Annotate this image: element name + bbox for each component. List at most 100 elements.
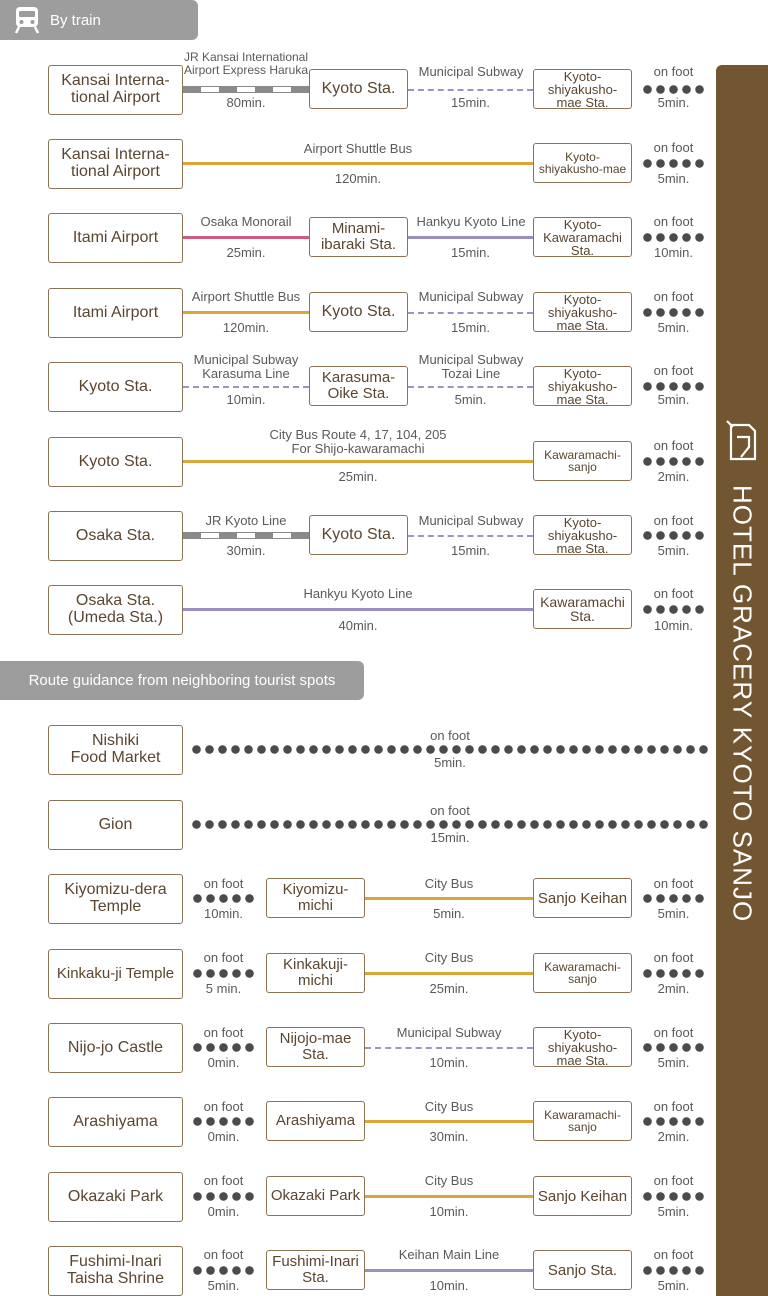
section-title-tourist-spots: Route guidance from neighboring tourist … [28, 672, 336, 689]
leg2-time: 15min. [450, 95, 491, 110]
origin-station: Itami Airport [48, 213, 183, 263]
train-route-2: Kansai Interna- tional Airport Airport S… [0, 139, 716, 189]
walk-time: 5min. [657, 906, 690, 921]
bus-line [365, 897, 533, 900]
destination-station: Kyoto- shiyakusho- mae Sta. [533, 515, 632, 555]
leg2-time: 15min. [450, 245, 491, 260]
origin-station: Osaka Sta. (Umeda Sta.) [48, 585, 183, 635]
destination-station: Kyoto- Kawaramachi Sta. [533, 217, 632, 257]
walk-time: 5min. [657, 392, 690, 407]
walk-dots [191, 968, 256, 979]
walk-dots [641, 232, 706, 243]
walk-label: on foot [653, 1099, 694, 1114]
walk-dots [641, 84, 706, 95]
walk-time: 5min. [657, 543, 690, 558]
walk-time: 5min. [657, 171, 690, 186]
origin-spot: Fushimi-Inari Taisha Shrine [48, 1246, 183, 1296]
leg2-time: 15min. [450, 320, 491, 335]
boarding-stop: Nijojo-mae Sta. [266, 1027, 365, 1067]
hotel-band: HOTEL GRACERY KYOTO SANJO [716, 65, 768, 1296]
boarding-stop: Arashiyama [266, 1101, 365, 1141]
leg2-label: Municipal Subway Tozai Line [418, 352, 524, 382]
bus-line [365, 972, 533, 975]
transfer-station: Kyoto Sta. [309, 292, 408, 332]
walk1-time: 0min. [207, 1129, 240, 1144]
origin-station: Kyoto Sta. [48, 437, 183, 487]
walk-dots [641, 530, 706, 541]
destination-station: Kyoto- shiyakusho- mae Sta. [533, 292, 632, 332]
walk-label: on foot [430, 803, 470, 818]
walk-label: on foot [653, 289, 694, 304]
walk-dots [191, 893, 256, 904]
walk1-time: 0min. [207, 1055, 240, 1070]
spot-route-5: Nijo-jo Castle on foot 0min. Nijojo-mae … [0, 1023, 716, 1073]
walk-dots [191, 1265, 256, 1276]
leg-label: Airport Shuttle Bus [303, 141, 413, 156]
origin-spot: Kinkaku-ji Temple [48, 949, 183, 999]
destination-stop: Sanjo Keihan [533, 878, 632, 918]
destination-stop: Sanjo Sta. [533, 1250, 632, 1290]
spot-route-4: Kinkaku-ji Temple on foot 5 min. Kinkaku… [0, 949, 716, 999]
walk-time: 5min. [434, 755, 466, 770]
bus-line [365, 1120, 533, 1123]
train-route-4: Itami Airport Airport Shuttle Bus 120min… [0, 288, 716, 338]
bus-line [183, 162, 533, 165]
leg1-label: Osaka Monorail [200, 214, 292, 229]
destination-station: Kyoto- shiyakusho- mae Sta. [533, 69, 632, 109]
origin-spot: Nishiki Food Market [48, 725, 183, 775]
origin-station: Itami Airport [48, 288, 183, 338]
leg-label: City Bus Route 4, 17, 104, 205 For Shijo… [269, 427, 447, 457]
bus-line [183, 311, 309, 314]
origin-spot: Arashiyama [48, 1097, 183, 1147]
walk-time: 5min. [657, 1278, 690, 1293]
walk-dots [641, 893, 706, 904]
spot-route-6: Arashiyama on foot 0min. Arashiyama City… [0, 1097, 716, 1147]
walk-dots [191, 1042, 256, 1053]
origin-station: Kansai Interna- tional Airport [48, 139, 183, 189]
transfer-station: Minami- ibaraki Sta. [309, 217, 408, 257]
leg1-label: Airport Shuttle Bus [191, 289, 301, 304]
walk-time: 15min. [430, 830, 470, 845]
walk1-label: on foot [203, 876, 244, 891]
walk-label: on foot [653, 64, 694, 79]
leg1-time: 30min. [226, 543, 266, 558]
leg2-label: Hankyu Kyoto Line [416, 214, 526, 229]
bus-line [183, 460, 533, 463]
walk-dots [641, 307, 706, 318]
leg-time: 10min. [429, 1278, 469, 1293]
origin-station: Kansai Interna- tional Airport [48, 65, 183, 115]
leg1-label: Municipal Subway Karasuma Line [193, 352, 299, 382]
walk-label: on foot [653, 876, 694, 891]
walk-label: on foot [653, 140, 694, 155]
spot-route-8: Fushimi-Inari Taisha Shrine on foot 5min… [0, 1246, 716, 1296]
train-route-5: Kyoto Sta. Municipal Subway Karasuma Lin… [0, 352, 716, 412]
leg2-label: Municipal Subway [418, 289, 524, 304]
destination-station: Kyoto- shiyakusho- mae Sta. [533, 366, 632, 406]
origin-spot: Kiyomizu-dera Temple [48, 874, 183, 924]
walk1-time: 0min. [207, 1204, 240, 1219]
leg1-label: JR Kyoto Line [205, 513, 287, 528]
walk-dots [190, 744, 710, 755]
walk-dots [641, 1116, 706, 1127]
hankyu-line [183, 608, 533, 611]
section-tab-tourist-spots: Route guidance from neighboring tourist … [0, 661, 364, 700]
leg-time: 10min. [429, 1055, 469, 1070]
leg-time: 120min. [334, 171, 382, 186]
walk-label: on foot [653, 1247, 694, 1262]
leg-time: 30min. [429, 1129, 469, 1144]
walk-dots [190, 819, 710, 830]
origin-spot: Okazaki Park [48, 1172, 183, 1222]
walk-label: on foot [653, 1173, 694, 1188]
spot-route-1: Nishiki Food Market on foot 5min. [0, 725, 716, 775]
destination-station: Kawaramachi- sanjo [533, 441, 632, 481]
walk-time: 2min. [657, 981, 690, 996]
leg-label: City Bus [424, 1173, 474, 1188]
walk-time: 5min. [657, 95, 690, 110]
walk-dots [641, 604, 706, 615]
destination-station: Kawaramachi Sta. [533, 589, 632, 629]
walk1-label: on foot [203, 1099, 244, 1114]
section-title-by-train: By train [50, 11, 101, 29]
boarding-stop: Kiyomizu- michi [266, 878, 365, 918]
destination-stop: Kawaramachi- sanjo [533, 1101, 632, 1141]
walk-time: 2min. [657, 469, 690, 484]
